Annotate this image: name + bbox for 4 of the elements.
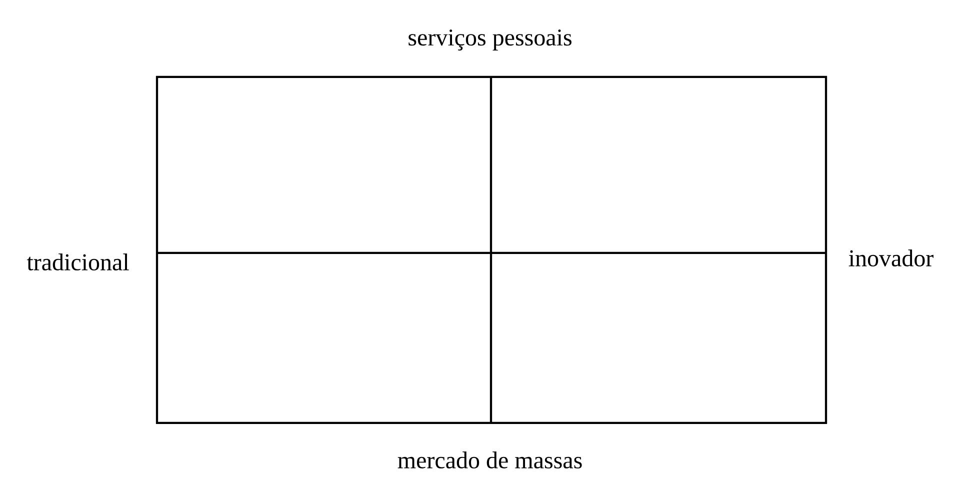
axis-label: serviços pessoais — [408, 30, 572, 50]
axis-label: mercado de massas — [398, 452, 582, 468]
axis-label: inovador — [848, 250, 934, 266]
axis-label: tradicional — [26, 254, 129, 270]
